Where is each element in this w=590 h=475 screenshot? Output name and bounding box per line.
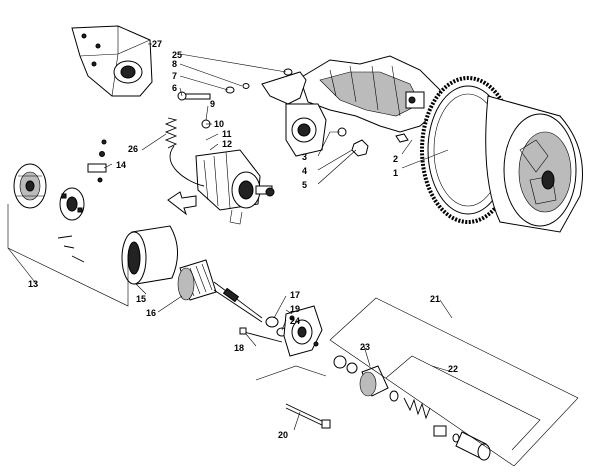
callout-27: 27 bbox=[152, 39, 162, 49]
callout-12: 12 bbox=[222, 139, 232, 149]
assembly-outlines bbox=[7, 204, 579, 467]
brush-holder-part bbox=[59, 187, 85, 221]
callout-22: 22 bbox=[448, 364, 458, 374]
drive-kit-parts bbox=[333, 355, 491, 461]
callout-labels: 1 2 3 4 5 6 7 8 9 10 11 12 13 14 15 16 1… bbox=[28, 39, 458, 440]
callout-10: 10 bbox=[214, 119, 224, 129]
end-cap-part bbox=[13, 163, 47, 209]
engine-block-part bbox=[299, 55, 441, 133]
callout-3: 3 bbox=[302, 152, 307, 162]
callout-5: 5 bbox=[302, 180, 307, 190]
terminal-hardware-part bbox=[57, 139, 107, 263]
field-frame-part bbox=[121, 225, 178, 285]
flywheel-housing-part bbox=[485, 95, 583, 233]
through-bolt-short-part bbox=[239, 327, 283, 343]
callout-23: 23 bbox=[360, 342, 370, 352]
callout-8: 8 bbox=[172, 59, 177, 69]
starter-mount-bracket-part bbox=[261, 71, 327, 157]
armature-part bbox=[177, 259, 263, 323]
callout-19: 19 bbox=[290, 304, 300, 314]
callout-1: 1 bbox=[393, 168, 398, 178]
callout-24: 24 bbox=[290, 316, 300, 326]
callout-13: 13 bbox=[28, 279, 38, 289]
drive-housing-part bbox=[265, 305, 323, 357]
callout-21: 21 bbox=[430, 294, 440, 304]
callout-16: 16 bbox=[146, 308, 156, 318]
callout-20: 20 bbox=[278, 430, 288, 440]
direction-arrow-icon bbox=[167, 191, 197, 216]
callout-26: 26 bbox=[128, 144, 138, 154]
callout-2: 2 bbox=[393, 154, 398, 164]
callout-18: 18 bbox=[234, 343, 244, 353]
callout-14: 14 bbox=[116, 160, 126, 170]
callout-4: 4 bbox=[302, 166, 307, 176]
callout-25: 25 bbox=[172, 50, 182, 60]
spring-part bbox=[164, 117, 178, 149]
through-bolt-long-part bbox=[285, 403, 331, 429]
callout-9: 9 bbox=[210, 99, 215, 109]
callout-6: 6 bbox=[172, 83, 177, 93]
callout-7: 7 bbox=[172, 71, 177, 81]
callout-11: 11 bbox=[222, 129, 232, 139]
mounting-bracket-part bbox=[71, 25, 153, 97]
callout-17: 17 bbox=[290, 290, 300, 300]
leader-lines bbox=[7, 43, 453, 431]
starter-motor-part bbox=[169, 145, 275, 225]
callout-15: 15 bbox=[136, 294, 146, 304]
